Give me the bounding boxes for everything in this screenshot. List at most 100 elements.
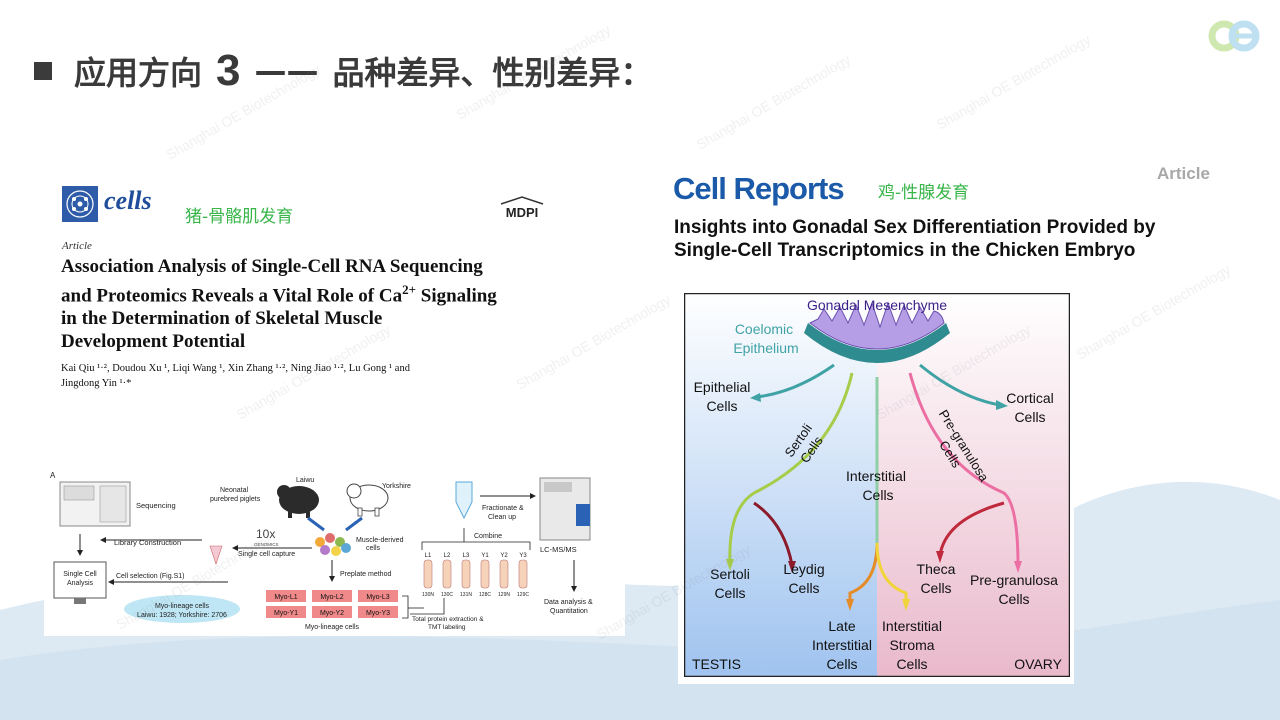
left-title-superscript: 2+ <box>402 282 416 297</box>
right-paper-note: 鸡-性腺发育 <box>878 183 970 203</box>
mdpi-logo-icon: MDPI <box>500 196 544 220</box>
tube-label: L2 <box>444 553 451 559</box>
myo-box-label: Myo-Y3 <box>366 610 390 617</box>
late-interstitial-label: Interstitial <box>812 637 872 653</box>
myo-box-label: Myo-L1 <box>274 594 297 601</box>
left-paper-title: Association Analysis of Single-Cell RNA … <box>61 255 561 353</box>
tube-label: Y3 <box>519 553 527 559</box>
pregranulosa-lineage-curve <box>908 372 1020 566</box>
epithelial-cells-label: Cells <box>706 398 737 414</box>
yorkshire-pig-icon <box>346 483 389 517</box>
fraction-column-icon <box>455 481 473 520</box>
myo-box-label: Myo-L2 <box>320 594 343 601</box>
right-paper-title: Insights into Gonadal Sex Differentiatio… <box>674 216 1234 262</box>
lcms-instrument-icon <box>539 477 591 541</box>
gonadal-differentiation-diagram: Gonadal Mesenchyme Coelomic Epithelium E… <box>684 293 1070 677</box>
tube-label: Y2 <box>500 553 508 559</box>
late-cells-label: Cells <box>826 656 857 672</box>
authors-line2: Jingdong Yin ¹·* <box>61 378 132 389</box>
myo-box-label: Myo-Y1 <box>274 610 298 617</box>
cells-journal-logo-icon <box>62 186 98 222</box>
tmt-label: 130C <box>441 592 453 598</box>
tmt-tubes: L1 L2 L3 Y1 Y2 Y3 130N 130C 131N 128C 12… <box>422 553 529 598</box>
laiwu-label: Laiwu <box>296 477 314 484</box>
square-bullet-icon <box>34 62 52 80</box>
myo-box-label: Myo-Y2 <box>320 610 344 617</box>
combine-label: Combine <box>474 533 502 540</box>
workflow-diagram: A Sequencing Library Construction Single… <box>50 471 593 631</box>
tube-label: L3 <box>463 553 470 559</box>
scrna-proteomics-workflow-figure: A Sequencing Library Construction Single… <box>44 468 625 636</box>
leydig-label: Leydig <box>783 561 824 577</box>
title-dash: —— <box>254 52 319 90</box>
fractionate-label: Fractionate &Clean up <box>482 505 524 521</box>
cortical-arrow <box>919 363 1001 407</box>
single-cell-capture-label: Single cell capture <box>238 551 295 558</box>
tmt-label: 129N <box>498 592 510 598</box>
cortical-cells-label: Cells <box>1014 409 1045 425</box>
sequencer-icon <box>59 481 131 527</box>
theca-cells-label: Cells <box>920 580 951 596</box>
left-paper-authors: Kai Qiu ¹·², Doudou Xu ¹, Liqi Wang ¹, X… <box>61 361 551 391</box>
panel-label: A <box>50 471 56 480</box>
cortical-label: Cortical <box>1006 390 1053 406</box>
left-title-line2-b: Signaling <box>416 285 497 307</box>
tmt-label: 129C <box>517 592 529 598</box>
preplate-label: Preplate method <box>340 571 391 578</box>
interstitial-label: Interstitial <box>846 468 906 484</box>
laiwu-pig-icon <box>277 485 319 518</box>
tube-label: Y1 <box>481 553 489 559</box>
stroma-cells-label: Cells <box>896 656 927 672</box>
gonadal-mesenchyme-icon <box>804 301 950 363</box>
left-title-line3: in the Determination of Skeletal Muscle <box>61 308 383 330</box>
genomics-label: GENOMICS <box>254 542 279 547</box>
sertoli-label: Sertoli <box>710 566 750 582</box>
left-title-line2: and Proteomics Reveals a Vital Role of C… <box>61 278 561 307</box>
authors-line1: Kai Qiu ¹·², Doudou Xu ¹, Liqi Wang ¹, X… <box>61 363 410 374</box>
coelomic-label: Coelomic <box>735 321 793 337</box>
data-analysis-label: Data analysis &Quantitation <box>544 599 593 615</box>
protein-extraction-label: Total protein extraction &TMT labeling <box>412 616 484 631</box>
tube-icon <box>209 545 223 565</box>
title-number: 3 <box>216 46 241 95</box>
myo-lineage-ellipse <box>124 595 240 623</box>
muscle-cells-icon <box>315 533 351 556</box>
slide-title: 应用方向 3 —— 品种差异、性别差异： <box>34 46 653 96</box>
tmt-label: 128C <box>479 592 491 598</box>
computer-icon <box>53 561 107 604</box>
epithelial-arrow <box>755 363 835 399</box>
testis-label: TESTIS <box>692 656 741 672</box>
mdpi-text: MDPI <box>506 205 539 220</box>
myo-boxes: Myo-L1 Myo-L2 Myo-L3 Myo-Y1 Myo-Y2 Myo-Y… <box>266 590 398 618</box>
yorkshire-label: Yorkshire <box>382 483 411 490</box>
myo-box-label: Myo-L3 <box>366 594 389 601</box>
stroma-label: Stroma <box>889 637 934 653</box>
left-title-line1: Association Analysis of Single-Cell RNA … <box>61 256 483 277</box>
interstitial-cells-label: Cells <box>862 487 893 503</box>
epithelial-label: Epithelial <box>694 379 751 395</box>
sertoli-lineage-curve <box>728 372 854 564</box>
left-title-line2-a: and Proteomics Reveals a Vital Role of C… <box>61 285 403 307</box>
left-title-line4: Development Potential <box>61 331 246 353</box>
tmt-label: 131N <box>460 592 472 598</box>
epithelium-label: Epithelium <box>733 340 798 356</box>
late-label: Late <box>828 618 855 634</box>
left-paper-note: 猪-骨骼肌发育 <box>185 207 294 227</box>
tmt-label: 130N <box>422 592 434 598</box>
title-prefix: 应用方向 <box>74 54 203 92</box>
tube-label: L1 <box>425 553 432 559</box>
pregranulosa-cells-label: Cells <box>998 591 1029 607</box>
cell-selection-label: Cell selection (Fig.S1) <box>116 573 184 580</box>
lcms-label: LC-MS/MS <box>540 545 577 554</box>
leydig-arrow <box>753 501 794 566</box>
pregranulosa-label: Pre-granulosa <box>970 572 1058 588</box>
ovary-label: OVARY <box>1014 656 1062 672</box>
cells-journal-name: cells <box>104 186 152 215</box>
tenx-logo: 10x <box>256 527 275 541</box>
title-suffix: 品种差异、性别差异： <box>332 54 653 92</box>
sequencing-label: Sequencing <box>136 501 176 510</box>
stroma-interstitial-label: Interstitial <box>882 618 942 634</box>
